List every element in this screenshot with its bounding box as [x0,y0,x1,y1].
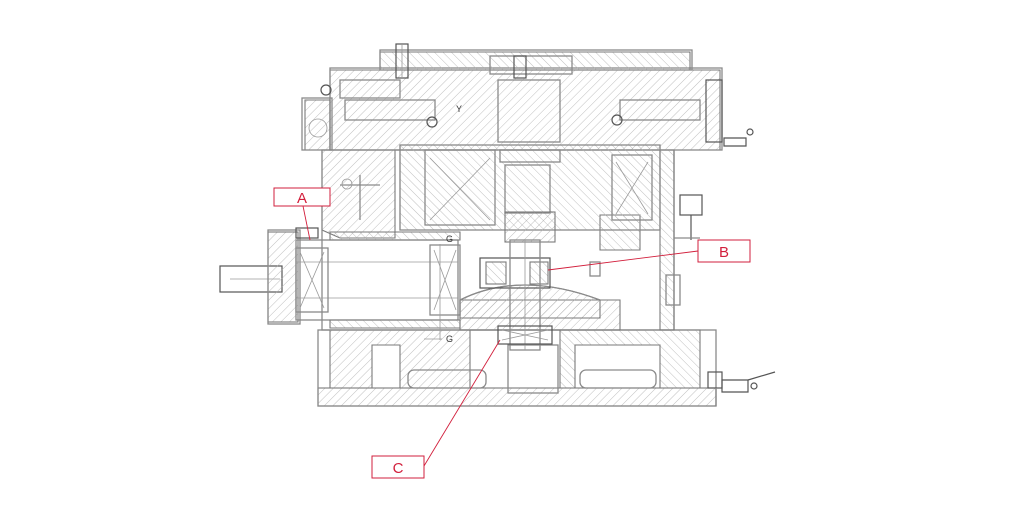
callout-b-label: B [719,244,729,261]
callout-b: B [547,239,751,271]
callout-c: C [371,339,501,479]
bevel-gear-assembly [459,239,601,351]
mark-y: Y [456,104,462,114]
input-shaft [219,227,461,329]
callout-c-label: C [393,460,404,477]
drawing-marks: Y G G [424,104,462,344]
callout-c-box [371,455,425,479]
callout-a-label: A [297,190,307,207]
right-fittings [665,194,776,406]
base-plate [317,329,717,407]
callout-a: A [273,187,331,241]
mark-g-lower: G [446,334,453,344]
bearing-block [399,144,661,243]
callout-b-box [697,239,751,263]
callout-a-box [273,187,331,207]
mark-g-upper: G [446,234,453,244]
upper-housing [301,43,754,151]
